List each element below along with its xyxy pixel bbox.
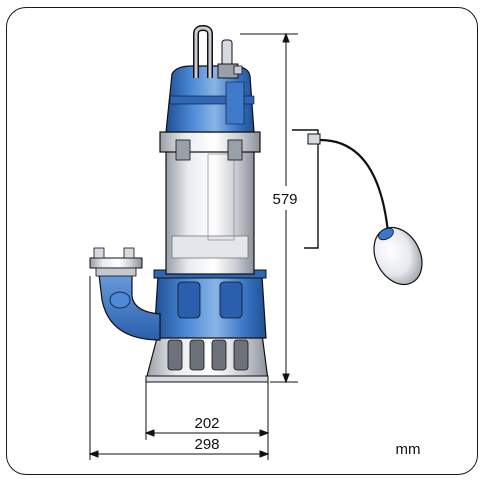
unit-label: mm (396, 441, 421, 458)
pump-body (165, 149, 255, 275)
float-switch-drawing (292, 129, 423, 286)
drawing-frame (6, 7, 478, 475)
discharge-elbow (89, 247, 161, 341)
pump-drawing (89, 24, 269, 383)
flange-lug-right (227, 139, 243, 161)
flange-lug-left (175, 139, 191, 161)
pump-base (145, 333, 269, 383)
height-dimension-label: 579 (272, 191, 297, 208)
height-label-background (268, 186, 302, 210)
cable-gland (217, 39, 243, 79)
outer-width-dimension-label: 298 (194, 436, 219, 453)
upper-flange (159, 131, 261, 153)
lifting-handle (193, 24, 213, 78)
inner-width-dimension-label: 202 (194, 415, 219, 432)
dimension-lines (88, 32, 298, 460)
motor-cap (165, 65, 255, 133)
pump-volute (153, 269, 267, 339)
